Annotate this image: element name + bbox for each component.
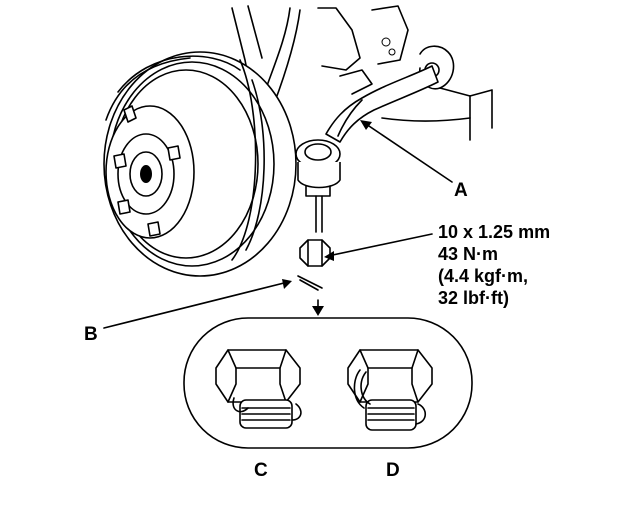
label-b: B (84, 324, 98, 345)
detail-nut-d (347, 349, 433, 431)
torque-spec-size: 10 x 1.25 mm (438, 222, 550, 242)
torque-spec-nm: 43 N·m (438, 244, 498, 264)
label-c: C (254, 460, 268, 481)
cotter-pin (297, 275, 323, 291)
castle-nut (299, 239, 331, 267)
label-d: D (386, 460, 400, 481)
torque-spec: 10 x 1.25 mm 43 N·m (4.4 kgf·m, 32 lbf·f… (438, 222, 550, 308)
torque-spec-lbfft: 32 lbf·ft) (438, 288, 509, 308)
wheel-studs (113, 105, 181, 237)
torque-spec-kgfm: (4.4 kgf·m, (438, 266, 528, 286)
leader-lines (103, 120, 453, 329)
detail-nut-c (215, 349, 302, 429)
label-a: A (454, 180, 468, 201)
brake-disc (103, 51, 297, 277)
detail-callout (183, 317, 473, 449)
tie-rod-end (295, 65, 439, 233)
